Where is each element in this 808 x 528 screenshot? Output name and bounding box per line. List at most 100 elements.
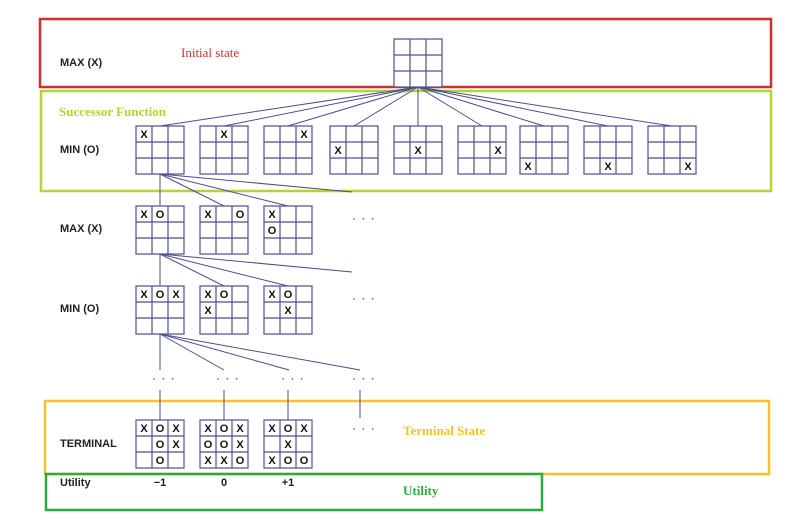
x-mark: X [172,289,180,301]
level-label-min-2: MIN (O) [60,303,99,315]
edge-root-to-level1 [417,86,673,127]
board-level1-4: X [329,125,379,175]
x-mark: X [220,455,228,467]
utility-label: Utility [403,483,439,498]
board-frame [583,125,633,175]
board-frame [135,205,185,255]
edge-level1-to-more [159,173,353,193]
ellipsis-pre-terminal-1: · · · [152,371,176,385]
x-mark: X [204,455,212,467]
edge-level2-to-level3 [159,253,225,287]
x-mark: X [236,423,244,435]
board-frame [393,125,443,175]
o-mark: O [204,439,213,451]
x-mark: X [172,423,180,435]
board-level1-3: X [263,125,313,175]
x-mark: X [140,423,148,435]
o-mark: O [268,225,277,237]
o-mark: O [156,439,165,451]
x-mark: X [334,145,342,157]
x-mark: X [172,439,180,451]
ellipsis-pre-terminal-3: · · · [281,371,305,385]
board-frame [647,125,697,175]
o-mark: O [220,439,229,451]
ellipsis-level3: · · · [352,291,376,305]
o-mark: O [220,289,229,301]
x-mark: X [204,209,212,221]
board-frame [135,419,185,469]
x-mark: X [684,161,692,173]
ellipsis-level2: · · · [352,211,376,225]
edge-root-to-level1 [287,86,419,127]
x-mark: X [284,439,292,451]
x-mark: X [494,145,502,157]
successor-function-label: Successor Function [59,104,167,119]
utility-value-2: 0 [221,477,227,489]
board-level1-7: X [519,125,569,175]
edge-level1-to-level2 [159,173,225,207]
x-mark: X [204,289,212,301]
ellipsis-terminal: · · · [352,421,376,435]
o-mark: O [284,423,293,435]
board-level1-9: X [647,125,697,175]
o-mark: O [156,455,165,467]
x-mark: X [220,129,228,141]
ellipsis-pre-terminal-4: · · · [352,371,376,385]
board-frame [263,125,313,175]
initial-state-label: Initial state [181,45,239,60]
x-mark: X [524,161,532,173]
board-frame [329,125,379,175]
x-mark: X [204,305,212,317]
utility-value-3: +1 [282,477,295,489]
o-mark: O [156,209,165,221]
board-frame [135,285,185,335]
utility-value-1: −1 [154,477,167,489]
o-mark: O [156,423,165,435]
board-frame [199,419,249,469]
o-mark: O [236,209,245,221]
board-frame [199,125,249,175]
edge-level1-to-level2 [159,173,289,207]
level-label-utility: Utility [60,477,91,489]
board-root [393,38,443,88]
x-mark: X [236,439,244,451]
edge-root-to-level1 [353,86,419,127]
edge-root-to-level1 [159,86,419,127]
o-mark: O [156,289,165,301]
board-frame [263,419,313,469]
board-frame [519,125,569,175]
terminal-state-label: Terminal State [403,423,485,438]
edge-level3-to-descendants [159,333,225,371]
board-level2-3: XO [263,205,313,255]
board-level1-8: X [583,125,633,175]
board-frame [263,205,313,255]
edge-root-to-level1 [417,86,609,127]
o-mark: O [220,423,229,435]
o-mark: O [300,455,309,467]
edge-level3-to-descendants [159,333,361,371]
board-frame [457,125,507,175]
x-mark: X [204,423,212,435]
ellipsis-pre-terminal-2: · · · [216,371,240,385]
board-level1-5: X [393,125,443,175]
board-frame [199,205,249,255]
x-mark: X [284,305,292,317]
x-mark: X [604,161,612,173]
level-label-min-1: MIN (O) [60,144,99,156]
x-mark: X [268,423,276,435]
x-mark: X [300,423,308,435]
o-mark: O [236,455,245,467]
board-frame [199,285,249,335]
x-mark: X [140,129,148,141]
board-frame [393,38,443,88]
x-mark: X [140,209,148,221]
x-mark: X [268,209,276,221]
